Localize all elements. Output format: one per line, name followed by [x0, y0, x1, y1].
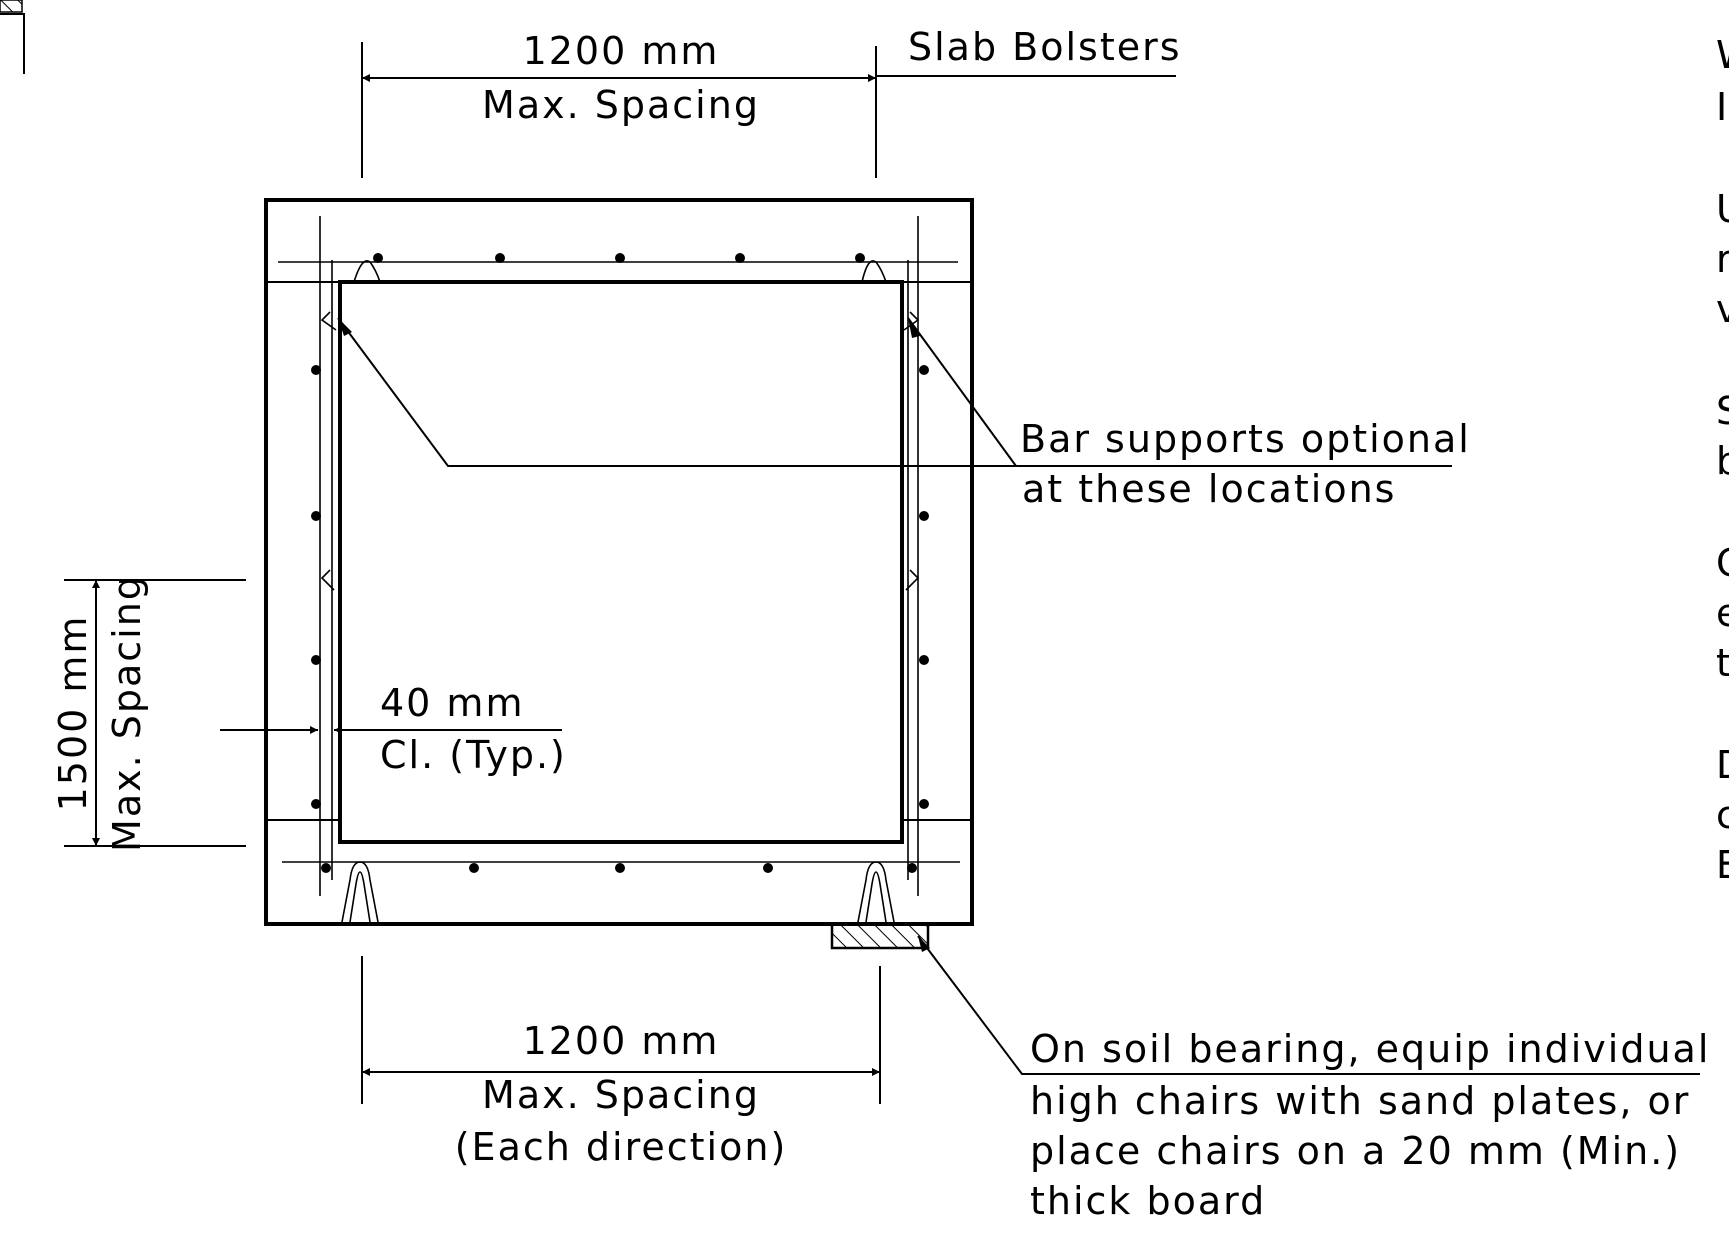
bar-supports-label-line1: Bar supports optional — [1020, 417, 1471, 461]
edge-fragment: e — [1716, 591, 1729, 635]
soil-bearing-callout: On soil bearing, equip individual high c… — [917, 935, 1710, 1223]
rebar-dots — [311, 253, 929, 873]
edge-fragment: r — [1716, 237, 1729, 281]
corner-fragment — [0, 0, 25, 74]
high-chairs — [341, 861, 895, 923]
edge-fragment: C — [1716, 541, 1729, 585]
bottom-dimension-value: 1200 mm — [523, 1019, 720, 1063]
edge-fragment: S — [1716, 389, 1729, 433]
outer-wall-outline — [264, 198, 974, 926]
left-dimension: 1500 mm Max. Spacing — [51, 574, 246, 852]
inner-opening-outline — [338, 280, 904, 844]
edge-fragment: W — [1716, 33, 1729, 77]
soil-note-line1: On soil bearing, equip individual — [1030, 1027, 1710, 1071]
bar-supports-callout: Bar supports optional at these locations — [337, 317, 1471, 511]
bottom-dimension-note1: Max. Spacing — [482, 1073, 760, 1117]
bar-supports-label-line2: at these locations — [1022, 467, 1396, 511]
top-dimension: 1200 mm Max. Spacing — [361, 29, 877, 178]
top-dimension-note: Max. Spacing — [482, 83, 760, 127]
edge-fragment: U — [1716, 187, 1729, 231]
edge-fragment: t — [1716, 641, 1729, 685]
soil-note-line2: high chairs with sand plates, or — [1030, 1079, 1690, 1123]
sand-plate-board — [830, 922, 930, 950]
left-dimension-value: 1500 mm — [51, 615, 95, 812]
soil-note-line3: place chairs on a 20 mm (Min.) — [1030, 1129, 1681, 1173]
left-dimension-note: Max. Spacing — [105, 574, 149, 852]
clear-cover-note: Cl. (Typ.) — [380, 733, 567, 777]
slab-bolsters-callout: Slab Bolsters — [876, 25, 1182, 77]
edge-fragment: c — [1716, 793, 1729, 837]
slab-bolsters-label: Slab Bolsters — [908, 25, 1182, 69]
edge-fragment: E — [1716, 843, 1729, 887]
edge-fragment: b — [1716, 439, 1729, 483]
clear-cover-dimension: 40 mm Cl. (Typ.) — [220, 681, 567, 777]
box-culvert-section — [264, 198, 974, 950]
edge-fragment: D — [1716, 743, 1729, 787]
bottom-dimension-note2: (Each direction) — [455, 1125, 788, 1169]
slab-bolster-shapes — [320, 260, 920, 591]
right-edge-text-fragments: W I U r v S b C e t D c E — [1716, 33, 1729, 887]
edge-fragment: v — [1716, 287, 1729, 331]
top-dimension-value: 1200 mm — [523, 29, 720, 73]
soil-note-line4: thick board — [1030, 1179, 1266, 1223]
clear-cover-value: 40 mm — [380, 681, 524, 725]
bottom-dimension: 1200 mm Max. Spacing (Each direction) — [361, 956, 881, 1169]
edge-fragment: I — [1716, 85, 1729, 129]
